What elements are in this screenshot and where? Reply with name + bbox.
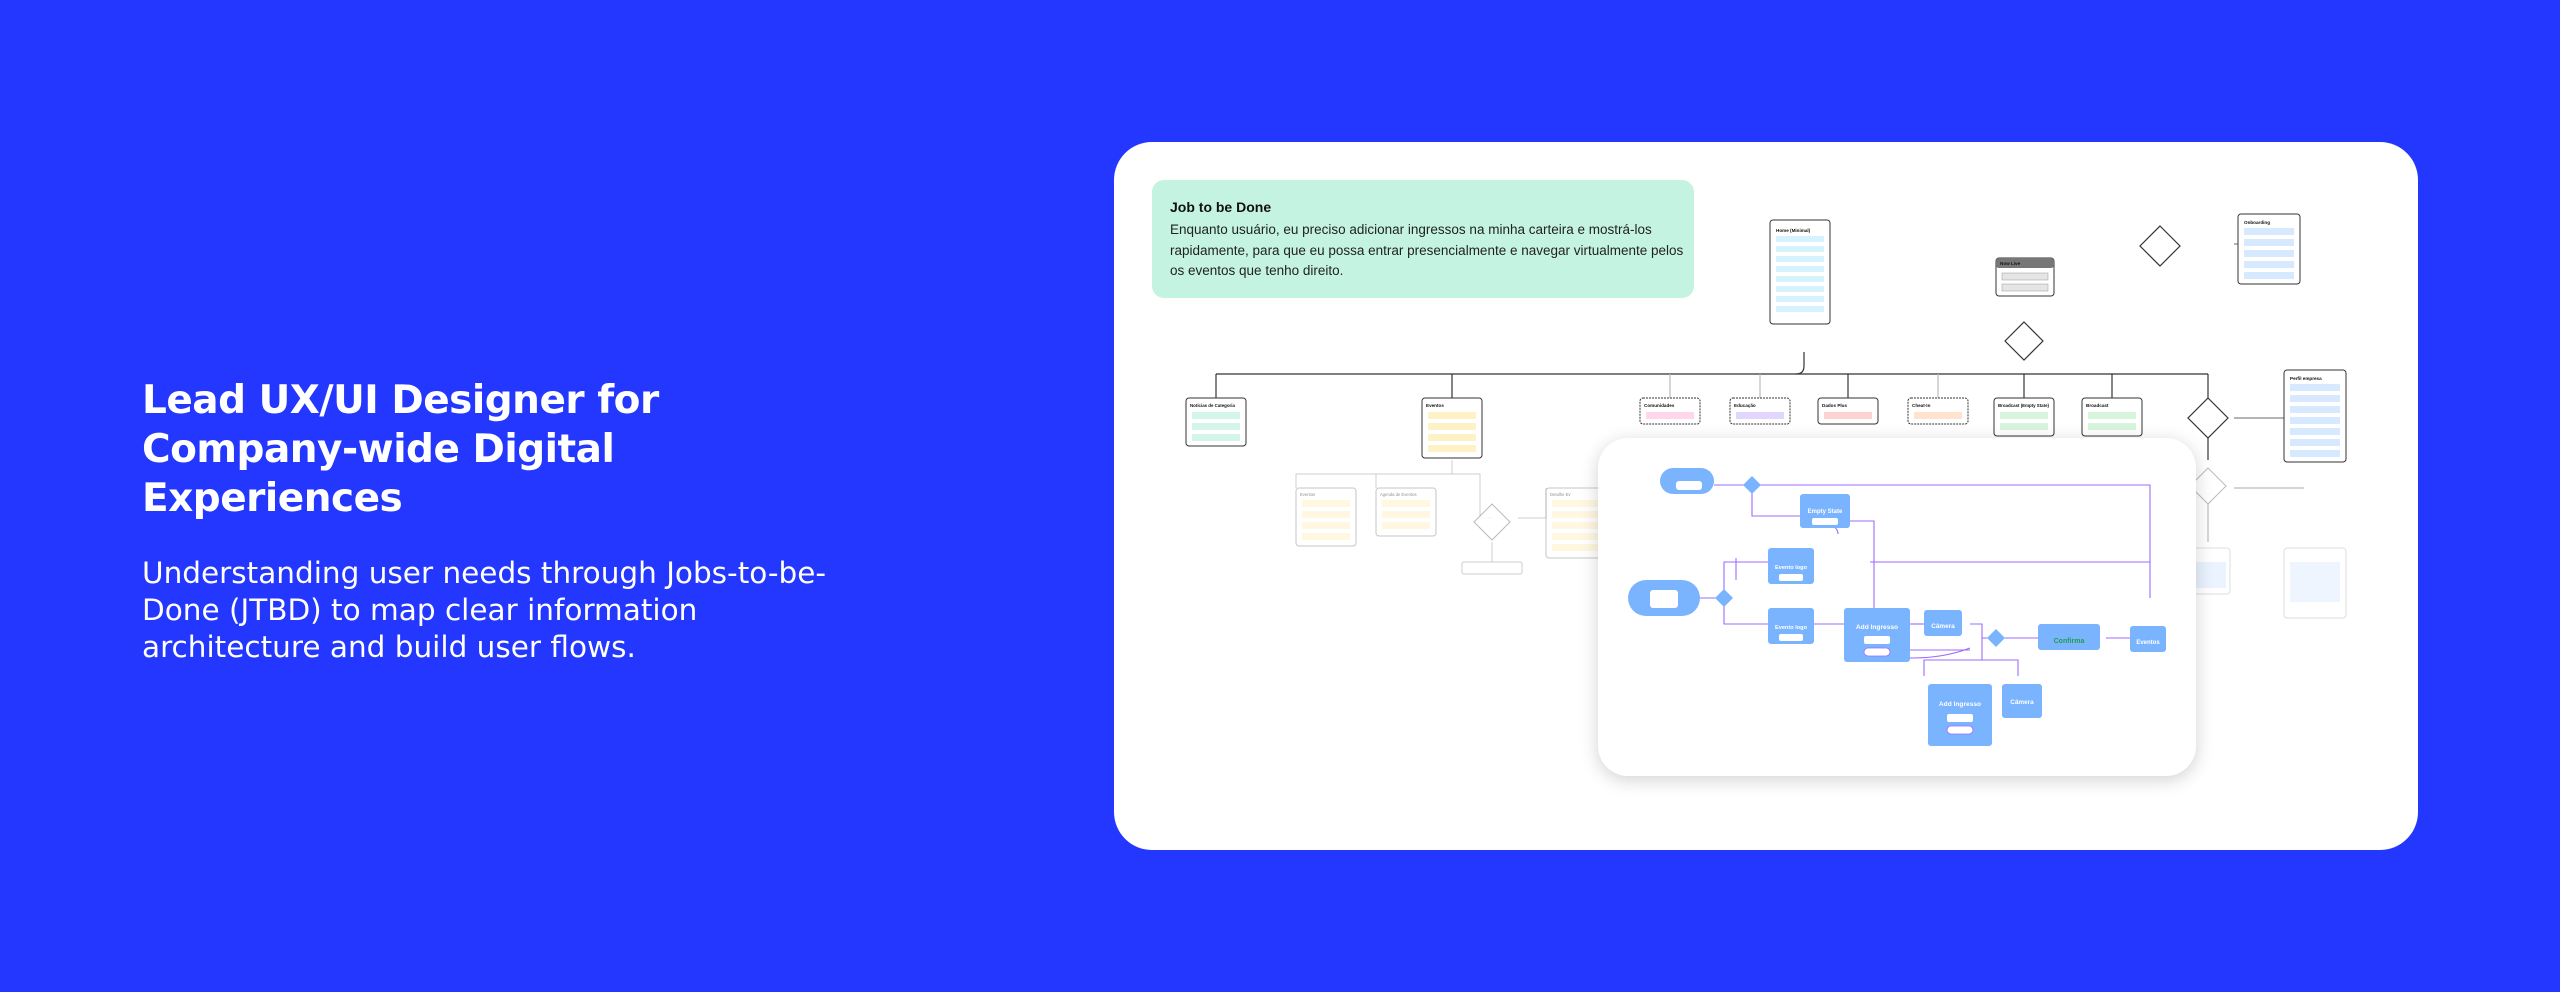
svg-text:Noticias de Categoria: Noticias de Categoria (1190, 403, 1235, 408)
flow-node: Câmera (1924, 610, 1962, 636)
diagram-node: Educação (1729, 397, 1791, 425)
diagram-node: Broadcast (Empty State) (1993, 397, 2055, 437)
diagram-node: Onboarding (2237, 213, 2301, 285)
diagram-node: Comunidades (1639, 397, 1701, 425)
svg-text:Agenda de Eventos: Agenda de Eventos (1380, 492, 1417, 497)
flow-start (1660, 468, 1714, 494)
svg-text:Câmera: Câmera (1931, 623, 1955, 630)
decision-diamond (2139, 225, 2181, 267)
diagram-node: Detalhe Ev (1545, 487, 1607, 559)
svg-text:Comunidades: Comunidades (1644, 403, 1675, 408)
flow-node: Add Ingresso (1928, 684, 1992, 746)
hero-section: Lead UX/UI Designer for Company-wide Dig… (142, 376, 882, 666)
svg-text:Perfil empresa: Perfil empresa (2290, 376, 2322, 381)
flow-decision (1715, 589, 1733, 607)
svg-text:Evento logo: Evento logo (1775, 625, 1808, 631)
hero-title: Lead UX/UI Designer for Company-wide Dig… (142, 378, 659, 521)
diagram-node: Agenda de Eventos (1375, 487, 1437, 537)
flow-node: Evento logo (1768, 548, 1814, 584)
diagram-node: Now Live (1995, 257, 2055, 297)
svg-text:Eventos: Eventos (1300, 492, 1315, 497)
flow-decision (1987, 629, 2005, 647)
diagram-node: Eventos (1421, 397, 1483, 459)
jtbd-body: Enquanto usuário, eu preciso adicionar i… (1170, 222, 1684, 278)
jtbd-box: Job to be Done Enquanto usuário, eu prec… (1152, 180, 1694, 298)
svg-text:Broadcast: Broadcast (2086, 403, 2109, 408)
flow-node: Confirma (2038, 624, 2100, 650)
diagram-node: Cheat-In (1907, 397, 1969, 425)
diagram-node: Broadcast (2081, 397, 2143, 437)
svg-text:Evento logo: Evento logo (1775, 565, 1808, 571)
flow-entry (1628, 580, 1700, 616)
svg-text:Cheat-In: Cheat-In (1912, 403, 1931, 408)
jtbd-title: Job to be Done (1170, 199, 1272, 215)
svg-text:Home (Minimal): Home (Minimal) (1776, 228, 1811, 233)
flow-node: Câmera (2002, 684, 2042, 718)
svg-text:Now Live: Now Live (2000, 261, 2021, 266)
svg-text:Add Ingresso: Add Ingresso (1856, 624, 1898, 631)
diagram-node: Dados Plus (1817, 397, 1879, 425)
diagram-node: Home (Minimal) (1769, 219, 1831, 325)
flow-node: Eventos (2130, 626, 2166, 652)
decision-diamond (2189, 467, 2227, 505)
svg-text:Add Ingresso: Add Ingresso (1939, 701, 1981, 708)
decision-diamond (2187, 397, 2229, 439)
decision-diamond (2004, 321, 2044, 361)
flow-node: Empty State (1800, 494, 1850, 528)
hero-description: Understanding user needs through Jobs-to… (142, 556, 827, 664)
svg-text:Dados Plus: Dados Plus (1822, 403, 1847, 408)
svg-text:Empty State: Empty State (1808, 509, 1843, 515)
svg-text:Broadcast (Empty State): Broadcast (Empty State) (1998, 403, 2050, 408)
flow-node: Add Ingresso (1844, 608, 1910, 662)
diagram-node: Perfil empresa (2283, 369, 2347, 463)
svg-text:Educação: Educação (1734, 403, 1756, 408)
ia-diagram: Home (Minimal) Now Live Onboarding (1185, 213, 2347, 619)
user-flow-card: Empty State Evento logo Evento logo (1598, 438, 2196, 776)
svg-text:Eventos: Eventos (1426, 403, 1444, 408)
user-flow-diagram: Empty State Evento logo Evento logo (1628, 468, 2166, 746)
diagram-node: Noticias de Categoria (1185, 397, 1247, 447)
svg-text:Confirma: Confirma (2054, 638, 2085, 645)
flow-decision (1743, 476, 1761, 494)
diagram-node: Eventos (1295, 487, 1357, 547)
svg-text:Eventos: Eventos (2136, 640, 2160, 646)
flow-node: Evento logo (1768, 608, 1814, 644)
svg-text:Câmera: Câmera (2010, 699, 2034, 706)
svg-text:Onboarding: Onboarding (2244, 220, 2270, 225)
diagram-card: Home (Minimal) Now Live Onboarding (1114, 142, 2418, 850)
svg-text:Detalhe Ev: Detalhe Ev (1550, 492, 1571, 497)
